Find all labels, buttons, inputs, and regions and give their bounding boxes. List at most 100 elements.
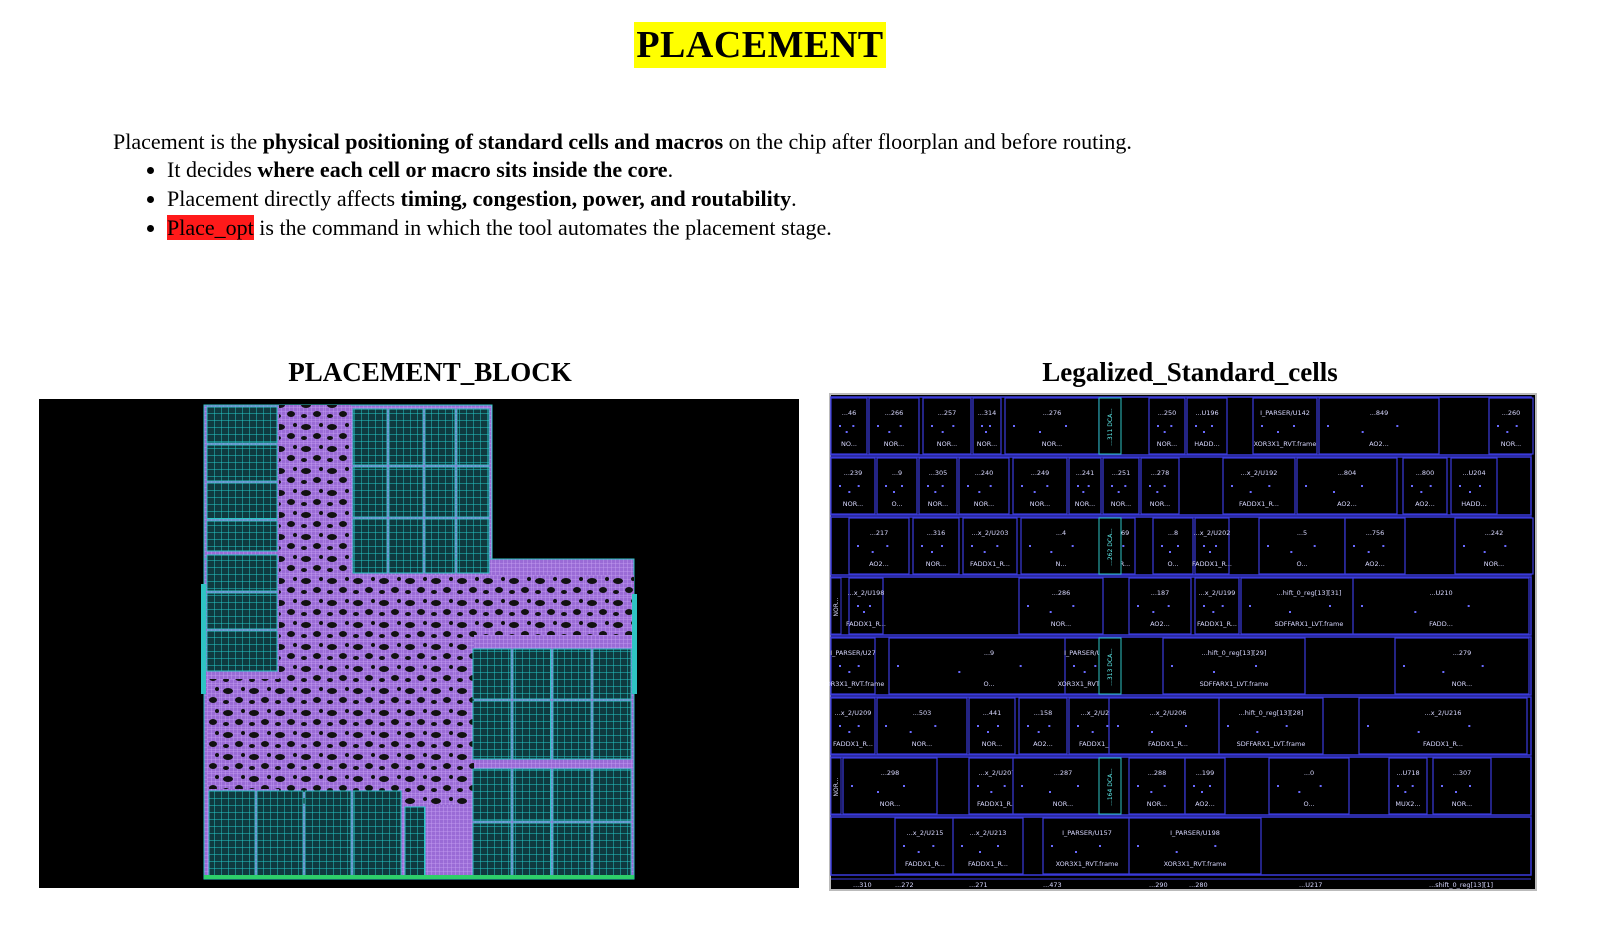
standard-cell: ...800AO2... [1402, 457, 1448, 515]
macro-block [512, 648, 552, 700]
cell-instance-name: ...287 [1054, 769, 1073, 777]
cell-instance-name: ...217 [870, 529, 889, 537]
cell-type-name: NO... [841, 440, 857, 448]
macro-block [352, 790, 402, 878]
cell-pin [839, 485, 841, 487]
cell-pin [1049, 611, 1052, 613]
cell-type-name: NOR... [884, 440, 904, 448]
cell-type-name: FADDX1_R... [1148, 740, 1188, 748]
cell-pin [1367, 551, 1370, 553]
dca-cell [1098, 517, 1122, 575]
cell-pin [1212, 611, 1215, 613]
cell-pin [1403, 665, 1405, 667]
cell-pin [1329, 605, 1331, 607]
macro-block [304, 790, 352, 878]
macro-block [208, 790, 256, 878]
cell-pin [958, 671, 961, 673]
cell-pin [877, 791, 879, 793]
cell-pin [877, 425, 879, 427]
standard-cell: ...257NOR... [922, 397, 972, 455]
standard-cell: ...9O... [888, 637, 1090, 695]
cell-pin [1149, 485, 1151, 487]
cell-type-name: XOR3X1_RVT.frame [1058, 680, 1121, 688]
standard-cell: ...240NOR... [958, 457, 1010, 515]
cell-pin [997, 845, 999, 847]
cell-outline [1488, 397, 1534, 455]
cell-pin [857, 725, 860, 727]
cell-pin [839, 425, 841, 427]
cell-instance-name: ...U718 [1396, 769, 1419, 777]
cell-pin [1122, 545, 1125, 547]
cell-outline [1020, 517, 1102, 575]
cell-pin [901, 485, 903, 487]
cell-type-name: NOR... [974, 500, 994, 508]
cell-instance-name: ...242 [1485, 529, 1504, 537]
cell-type-name: FADDX1_R... [977, 800, 1017, 808]
cell-instance-name: ...199 [1196, 769, 1215, 777]
cell-type-name: AO2... [1369, 440, 1389, 448]
cell-pin [1209, 551, 1211, 553]
cell-pin [845, 431, 848, 433]
cell-type-name: NOR... [880, 800, 900, 808]
cell-pin [1175, 851, 1178, 853]
cell-type-name: XOR3X1_RVT.frame [1056, 860, 1119, 868]
standard-cell: ...hift_0_reg[13][29]SDFFARX1_LVT.frame [1162, 637, 1306, 695]
cell-type-name: FADDX1_R... [833, 740, 873, 748]
standard-cell: I_PARSER/U27XOR3X1_RVT.frame [822, 637, 884, 695]
cell-pin [848, 671, 851, 673]
cell-outline [1450, 457, 1498, 515]
cell-pin [1404, 791, 1407, 793]
cell-outline [1318, 397, 1440, 455]
cell-pin [1050, 551, 1053, 553]
cell-outline [1128, 577, 1192, 635]
cell-type-name: NOR... [1501, 440, 1521, 448]
cell-instance-name: ...5 [1297, 529, 1307, 537]
cell-outline [830, 457, 876, 515]
bottom-cell-label: ...280 [1189, 881, 1208, 889]
cell-pin [1429, 485, 1432, 487]
cell-outline [868, 397, 920, 455]
cell-pin [1083, 671, 1086, 673]
io-pins [632, 594, 637, 694]
cell-pin [1117, 725, 1119, 727]
macro-block [552, 822, 592, 878]
cell-pin [989, 425, 991, 427]
cell-pin [1094, 665, 1097, 667]
cell-pin [857, 485, 860, 487]
cell-pin [893, 491, 895, 493]
cell-instance-name: ...250 [1158, 409, 1177, 417]
cell-pin [1077, 785, 1079, 787]
cell-pin [1157, 425, 1159, 427]
macro-block [352, 466, 388, 518]
cell-instance-name: ...804 [1338, 469, 1357, 477]
cell-pin [1137, 605, 1139, 607]
cell-instance-name: ...x_2/U201 [1081, 709, 1118, 717]
cell-type-name: NOR... [843, 500, 863, 508]
macro-block [456, 518, 490, 574]
cell-type-name: NOR... [926, 560, 946, 568]
cell-instance-name: ...305 [929, 469, 948, 477]
cell-instance-name: ...241 [1076, 469, 1095, 477]
standard-cell: ...U204HADD... [1450, 457, 1498, 515]
dca-cell [830, 577, 842, 635]
cell-outline [1402, 457, 1448, 515]
cell-instance-name: ...hift_0_reg[13][28] [1239, 709, 1304, 717]
cell-pin [978, 491, 981, 493]
dca-cell-label: NOR... [833, 597, 840, 616]
cell-type-name: FADDX1_R... [1192, 560, 1232, 568]
cell-outline [830, 697, 876, 755]
macro-block [512, 768, 552, 822]
cell-instance-name: ...279 [1453, 649, 1472, 657]
cell-pin [886, 545, 889, 547]
cell-pin [869, 605, 871, 607]
cell-pin [1185, 725, 1187, 727]
macro-block [256, 790, 304, 878]
cell-pin [1397, 785, 1399, 787]
cell-type-name: NOR... [1157, 440, 1177, 448]
cell-outline [1186, 397, 1228, 455]
macro-block [388, 408, 424, 466]
standard-cell: ...305NOR... [918, 457, 958, 515]
cell-pin [1163, 485, 1166, 487]
cell-instance-name: ...260 [1502, 409, 1521, 417]
